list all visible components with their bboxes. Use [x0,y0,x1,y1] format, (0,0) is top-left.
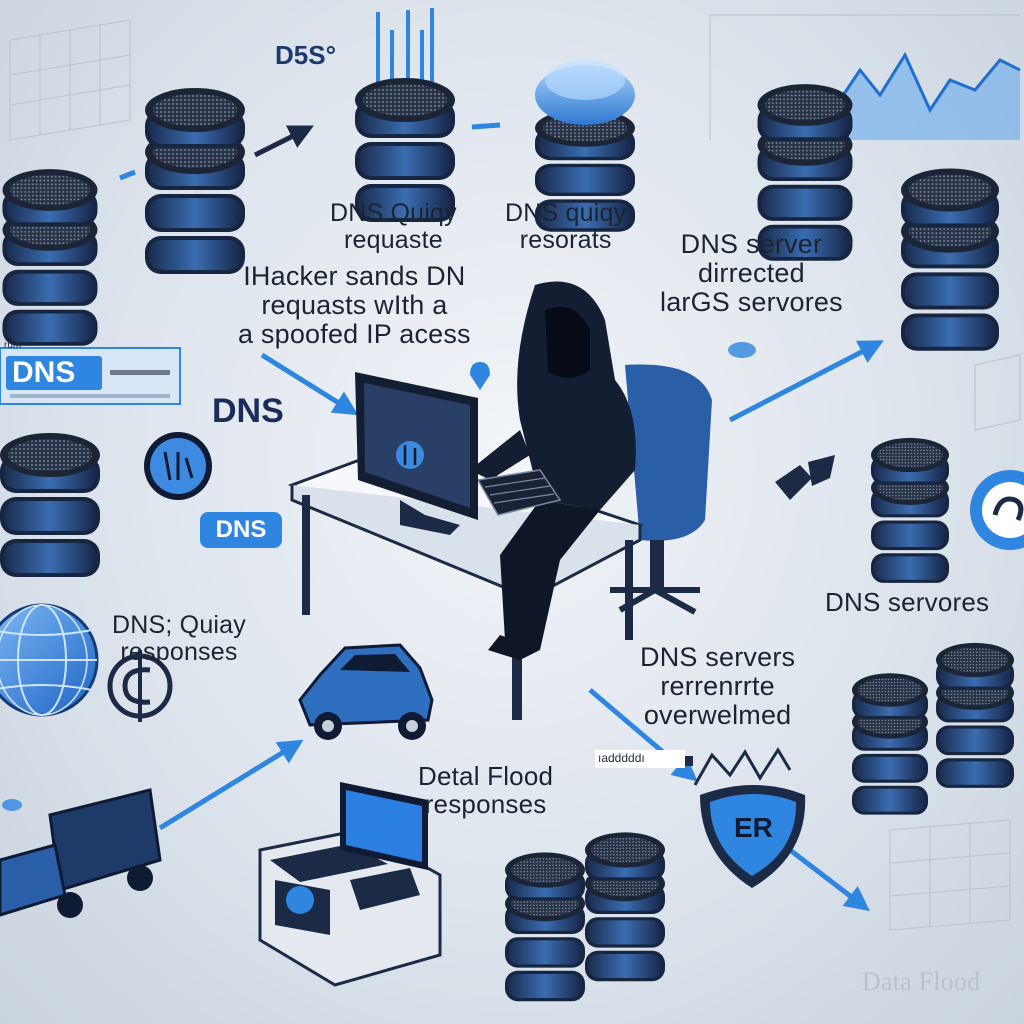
server-stack-icon [145,88,245,274]
server-stack-icon [2,169,97,346]
dns-pill: DNS [200,512,282,548]
small-sign [595,750,693,768]
computer-monitor-icon [355,372,478,535]
dns-banner-small: rum [4,340,22,351]
cloud-icon [2,342,756,811]
location-icon [470,362,490,390]
label-dns-query-request: DNS Quiqy requaste [330,199,457,254]
truck-icon [0,788,162,918]
label-data-flood-responses: Detal Flood responses [418,761,554,820]
dns-banner [0,347,181,405]
dns-top-logo: D5S° [275,40,336,70]
dns-banner-text: DNS [12,356,76,389]
server-stack-icon [852,673,928,814]
grid-panel-right [889,354,1021,931]
label-dns-query-results: DNS quiqy resorats [505,199,627,254]
label-dns-servers-overwhelmed: DNS servers rerrenrrte overwelmed [640,642,796,731]
small-sign-text: ıadddddı [598,751,645,765]
hooded-hacker-icon [470,281,636,660]
keyboard-icon [476,469,562,516]
server-stack-icon [871,438,949,583]
server-stack-icon [901,168,999,350]
shield-icon [693,747,806,888]
round-badge-icon [970,470,1024,550]
grid-panel [9,19,131,141]
server-stack-icon [585,832,665,981]
car-icon [298,643,434,740]
server-stack-icon [936,643,1014,788]
server-stack-icon-blue-top [535,60,635,232]
label-data-flood-footer: Data Flood [862,967,981,996]
globe-icon [0,603,99,717]
server-stack-icon [0,433,100,577]
dns-badge-icon [144,432,212,500]
shield-text: ER [734,812,773,843]
currency-icon [107,650,173,722]
dns-center-text: DNS [212,392,284,430]
office-chair-icon [610,364,712,615]
label-dns-servores: DNS servores [825,587,990,617]
label-dns-query-responses: DNS; Quiay responses [112,611,246,666]
chart-icon [709,14,1021,140]
broken-link-icon [775,455,835,500]
label-hacker-sends: IHacker sands DN requasts wIth a a spoof… [238,261,471,350]
workstation-icon [258,782,442,987]
server-stack-icon [505,852,585,1001]
label-dns-server-directed: DNS server dirrected larGS servores [660,229,843,318]
